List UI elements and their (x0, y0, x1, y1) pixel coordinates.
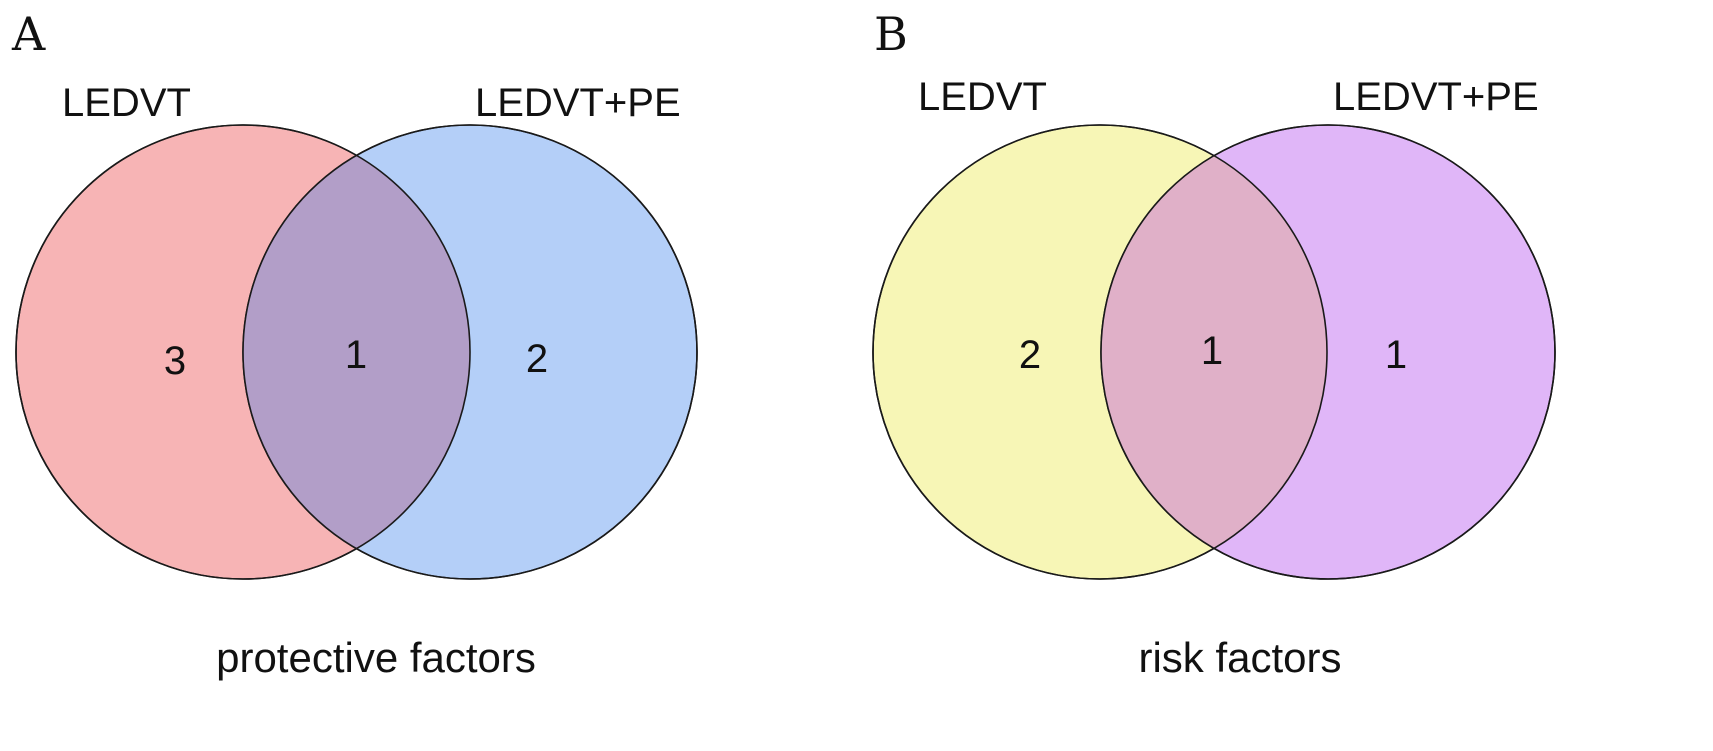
panel-b-left-only-count: 2 (1019, 333, 1041, 377)
panel-b-right-outline (1100, 124, 1556, 580)
panel-a-left-only-count: 3 (164, 339, 186, 383)
panel-b-letter: B (874, 7, 908, 61)
panel-b-left-set-label: LEDVT (918, 75, 1047, 119)
panel-b-caption: risk factors (1138, 634, 1341, 681)
panel-b-right-only-count: 1 (1385, 333, 1407, 377)
panel-b: B LEDVT LEDVT+PE 2 1 1 risk factors (872, 7, 1556, 681)
panel-a-letter: A (11, 7, 46, 61)
panel-a-right-set-label: LEDVT+PE (475, 81, 681, 125)
panel-a-left-set-label: LEDVT (62, 81, 191, 125)
panel-b-intersection-count: 1 (1201, 329, 1223, 373)
panel-a: A LEDVT LEDVT+PE 3 1 2 protective factor… (11, 7, 698, 681)
panel-b-left-outline (872, 124, 1328, 580)
panel-a-right-outline (242, 124, 698, 580)
panel-b-overlap-region (1101, 125, 1327, 579)
panel-a-overlap-region (243, 125, 470, 579)
panel-a-right-only-count: 2 (526, 337, 548, 381)
panel-b-right-set-label: LEDVT+PE (1333, 75, 1539, 119)
panel-a-intersection-count: 1 (345, 333, 367, 377)
panel-a-caption: protective factors (216, 634, 536, 681)
panel-a-left-outline (15, 124, 471, 580)
